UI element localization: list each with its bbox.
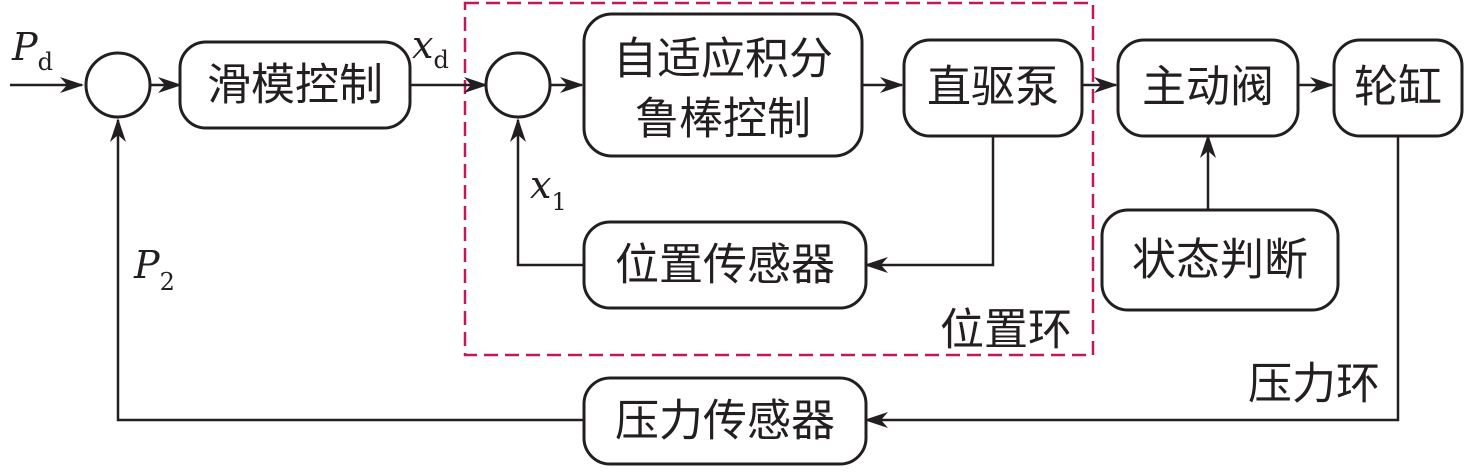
pump-to-position-sensor-line bbox=[864, 136, 995, 273]
pressure-loop-label: 压力环 bbox=[1248, 359, 1380, 410]
signal-pd-label: Pd bbox=[11, 25, 53, 76]
active-valve-block bbox=[1116, 38, 1300, 138]
state-judgment-label: 状态判断 bbox=[1132, 235, 1308, 286]
summing-junction-pressure bbox=[84, 51, 152, 119]
signal-p2-label: P2 bbox=[133, 243, 175, 296]
sliding-mode-control-label: 滑模控制 bbox=[207, 60, 383, 111]
direct-drive-pump-label: 直驱泵 bbox=[927, 62, 1059, 113]
x1-feedback-line bbox=[510, 118, 584, 267]
adaptive-robust-control-block bbox=[582, 12, 864, 158]
wheel-cylinder-label: 轮缸 bbox=[1354, 62, 1442, 113]
direct-drive-pump-block bbox=[902, 38, 1084, 138]
sliding-mode-control-block bbox=[178, 40, 412, 130]
active-valve-label: 主动阀 bbox=[1142, 62, 1274, 113]
position-sensor-block bbox=[582, 220, 868, 310]
pressure-sensor-label: 压力传感器 bbox=[615, 396, 835, 447]
signal-x1-label: x1 bbox=[530, 163, 567, 216]
adaptive-robust-label-line1: 自适应积分 bbox=[613, 34, 833, 85]
pressure-sensor-block bbox=[582, 376, 868, 466]
p2-feedback-line bbox=[110, 118, 584, 422]
wheel-cylinder-block bbox=[1332, 38, 1464, 138]
position-loop-boundary bbox=[463, 1, 1095, 357]
signal-xd-label: xd bbox=[412, 23, 449, 74]
adaptive-robust-label-line2: 鲁棒控制 bbox=[635, 94, 811, 145]
position-sensor-label: 位置传感器 bbox=[615, 240, 835, 291]
summing-junction-position bbox=[484, 51, 552, 119]
position-loop-label: 位置环 bbox=[940, 305, 1072, 356]
cylinder-to-pressure-sensor-line bbox=[864, 136, 1400, 428]
state-judgment-block bbox=[1100, 208, 1340, 312]
